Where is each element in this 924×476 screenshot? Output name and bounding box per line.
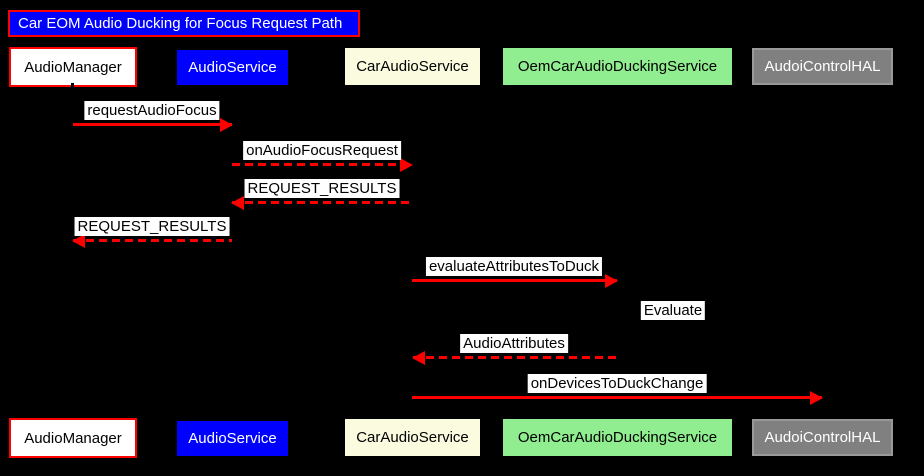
label-on-audio-focus-request: onAudioFocusRequest: [243, 141, 401, 160]
participant-audiomanager-bottom: AudioManager: [9, 418, 137, 458]
label-evaluate-attributes-to-duck: evaluateAttributesToDuck: [425, 257, 603, 276]
participant-audioservice-top: AudioService: [177, 50, 288, 85]
participant-caraudioservice-bottom: CarAudioService: [345, 419, 480, 456]
lifeline-notch: [71, 83, 74, 92]
diagram-title: Car EOM Audio Ducking for Focus Request …: [8, 10, 360, 37]
participant-oemcaraudioduckingservice-top: OemCarAudioDuckingService: [503, 48, 732, 85]
participant-audioservice-bottom: AudioService: [177, 421, 288, 456]
arrow-request-results-to-audiomanager: [73, 239, 232, 242]
lifeline-audiomanager: [72, 88, 74, 418]
lifeline-audoicontrolhal: [821, 88, 823, 418]
lifeline-oemcaraudioduckingservice: [616, 88, 618, 418]
arrow-on-audio-focus-request: [232, 163, 412, 166]
arrow-on-devices-to-duck-change: [412, 396, 822, 399]
participant-audiomanager-top: AudioManager: [9, 47, 137, 87]
lifeline-caraudioservice: [411, 88, 413, 418]
lifeline-notch: [71, 411, 74, 420]
label-request-results-to-audioservice: REQUEST_RESULTS: [244, 179, 400, 198]
label-audio-attributes: AudioAttributes: [460, 334, 568, 353]
participant-audoicontrolhal-top: AudoiControlHAL: [752, 48, 893, 85]
participant-audoicontrolhal-bottom: AudoiControlHAL: [752, 419, 893, 456]
participant-caraudioservice-top: CarAudioService: [345, 48, 480, 85]
label-evaluate-self-message: Evaluate: [640, 301, 706, 320]
label-request-audio-focus: requestAudioFocus: [84, 101, 220, 120]
arrow-audio-attributes: [413, 356, 617, 359]
arrow-request-audio-focus: [73, 123, 232, 126]
arrow-evaluate-attributes-to-duck: [412, 279, 617, 282]
arrow-request-results-to-audioservice: [232, 201, 412, 204]
lifeline-audioservice: [231, 88, 233, 418]
label-request-results-to-audiomanager: REQUEST_RESULTS: [74, 217, 230, 236]
label-on-devices-to-duck-change: onDevicesToDuckChange: [527, 374, 707, 393]
participant-oemcaraudioduckingservice-bottom: OemCarAudioDuckingService: [503, 419, 732, 456]
